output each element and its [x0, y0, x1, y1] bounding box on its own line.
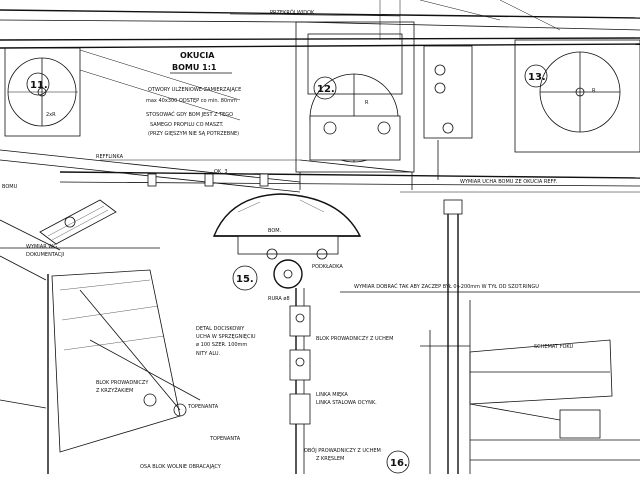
detail-15-cross-section — [212, 193, 362, 289]
detail-13-marker — [524, 64, 548, 88]
section-view-label: PRZEKRÓJ WIDOK — [270, 9, 315, 16]
dimension-wg-label: WYMIAR WG — [26, 244, 57, 250]
reefing-line-strip — [0, 149, 640, 193]
with-cross-label: Z KRZYŻAKIEM — [96, 387, 133, 394]
soft-line-label: LINKA MIĘKA — [316, 392, 348, 398]
detail-15-number: 15. — [236, 274, 254, 285]
detail-13-sheave — [514, 39, 640, 153]
detail-16-marker — [386, 450, 410, 474]
detail-11-number: 11. — [30, 80, 48, 91]
washer-label: PODKŁADKA — [312, 264, 343, 270]
detail-11-marker — [26, 72, 50, 96]
detail-16-number: 16. — [390, 458, 408, 469]
boom-left-label: BOMU — [2, 184, 18, 190]
documentation-label: DOKUMENTACJI — [26, 252, 64, 258]
note-line-2: max 40x300 ODSTĘP co min. 80mm — [146, 98, 237, 104]
sheet-title-line1: OKUCIA — [180, 51, 215, 60]
guide-block-left-label: BLOK PROWADNICZY — [96, 380, 149, 386]
title-area: OKUCIA BOMU 1:1 — [170, 51, 232, 74]
sail-foot-fitting — [0, 255, 201, 474]
detail-13-radius: R — [592, 88, 596, 94]
eye-label: UCHA W SPRZĘGNIĘCIU — [196, 334, 256, 340]
rivets-label: NITY ALU. — [196, 351, 221, 357]
detail-12-radius: R — [365, 100, 369, 106]
ok-3-label: OK. 3 — [214, 169, 228, 175]
reef-hook-left — [0, 199, 160, 251]
reef-dimension-label: WYMIAR UCHA BOMU ZE OKUCIA REFF. — [460, 179, 558, 185]
pipe-label: RURA ø8 — [268, 296, 290, 302]
sheet-title-line2: BOMU 1:1 — [172, 63, 217, 72]
topping-lift-2-label: TOPENANTA — [209, 436, 241, 442]
steel-line-label: LINKA STALOWA OCYNK. — [316, 400, 377, 406]
dimension-note: WYMIAR DOBRAĆ TAK ABY ZACZEP BYŁ 0÷200mm… — [354, 283, 539, 290]
reefing-line-label: REFFLINKA — [96, 154, 124, 160]
note-line-5: (PRZY GIĘSZYM NIE SĄ POTRZEBNE) — [148, 131, 239, 137]
shackle-block-label: OBÓJ PROWADNICZY Z UCHEM — [304, 447, 381, 454]
slotted-plate — [423, 45, 473, 180]
detail-11-radius-label: 2xR — [46, 112, 56, 118]
note-line-3: STOSOWAĆ GDY BOM JEST Z TEGO — [146, 111, 233, 118]
lightening-holes-note: OTWORY ULŻENIOWE-ZAMIERZAJĄCE max 40x300… — [146, 86, 241, 137]
eye-dimension-label: ø 100 SZER. 100mm — [196, 342, 247, 348]
detail-15-marker — [232, 265, 258, 291]
detail-13-number: 13. — [528, 72, 546, 83]
bottom-note-label: OSA BLOK WOLNIE OBRACAJĄCY — [140, 464, 222, 470]
top-dimension-lines — [379, 0, 561, 40]
detail-12-bracket — [295, 21, 415, 190]
note-line-4: SAMEGO PROFILU CO MASZT. — [150, 122, 224, 128]
mast-step-frame — [340, 191, 640, 474]
pressure-detail-label: DETAL DOCISKOWY — [196, 326, 245, 332]
detail-12-marker — [313, 76, 337, 100]
guide-block-label: BLOK PROWADNICZY Z UCHEM — [316, 336, 393, 342]
detail-12-number: 12. — [317, 84, 335, 95]
with-fork-label: Z KRĘSLEM — [316, 456, 344, 462]
shackle-chain — [289, 288, 311, 474]
boom-section-label: BOM. — [268, 228, 282, 234]
boom-profile-top — [0, 9, 640, 49]
note-line-1: OTWORY ULŻENIOWE-ZAMIERZAJĄCE — [148, 86, 241, 93]
topping-lift-label: TOPENANTA — [187, 404, 219, 410]
sail-scheme-label: SCHEMAT FOKU — [534, 344, 574, 350]
